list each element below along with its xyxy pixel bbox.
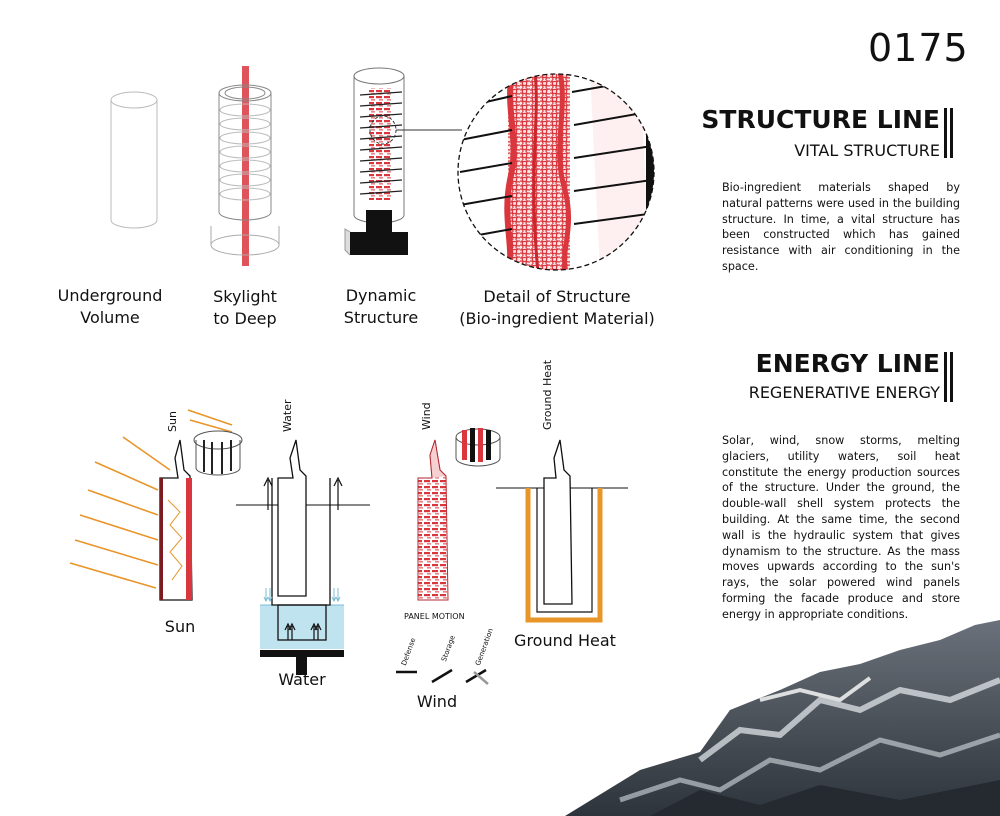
wind-label: Wind [416,692,458,711]
stage-caption-line: Dynamic [345,286,417,305]
stage-caption-detail: Detail of Structure (Bio-ingredient Mate… [452,286,662,330]
energy-line-bar-1 [944,352,947,402]
structure-line-text: Bio-ingredient materials shaped by natur… [722,181,960,273]
stage-caption-underground: Underground Volume [40,285,180,329]
dynamic-structure-drawing [344,67,408,256]
sun-tower-drawing [159,439,193,601]
water-tower-drawing [236,439,370,675]
skylight-drawing [210,66,280,266]
underground-volume-drawing [110,91,158,229]
board-number: 0175 [868,26,969,70]
water-label: Water [278,670,326,689]
ground-heat-tag: Ground Heat [541,359,554,430]
structure-line-bar-1 [944,108,947,158]
ground-heat-label: Ground Heat [514,631,616,650]
sun-tag: Sun [166,411,179,432]
mountain-photo [565,620,1000,816]
energy-line-subtitle: REGENERATIVE ENERGY [748,383,940,402]
sun-rays [69,409,233,589]
structure-line-bar-2 [950,108,953,158]
water-tag: Water [281,399,294,432]
stage-caption-line: Detail of Structure [483,287,631,306]
ground-heat-drawing [496,439,628,623]
energy-line-text: Solar, wind, snow storms, melting glacie… [722,434,960,621]
stage-caption-dynamic: Dynamic Structure [326,285,436,329]
stage-caption-line: Skylight [213,287,277,306]
sun-label: Sun [164,617,196,636]
structure-detail-drawing [457,73,655,271]
stage-caption-line: (Bio-ingredient Material) [459,309,655,328]
wind-tower-drawing [417,439,449,601]
structure-line-subtitle: VITAL STRUCTURE [794,141,940,160]
stage-caption-line: Volume [80,308,140,327]
stage-caption-skylight: Skylight to Deep [190,286,300,330]
panel-motion-label: PANEL MOTION [404,612,465,621]
energy-line-title: ENERGY LINE [755,349,940,378]
wind-panel-detail [455,428,501,467]
energy-line-bar-2 [950,352,953,402]
structure-line-title: STRUCTURE LINE [701,105,940,134]
wind-tag: Wind [420,402,433,430]
panel-motion-marks [396,668,489,685]
sun-panel-detail [193,430,243,476]
stage-caption-line: Structure [343,308,419,327]
stage-caption-line: to Deep [213,309,277,328]
stage-caption-line: Underground [57,286,163,305]
